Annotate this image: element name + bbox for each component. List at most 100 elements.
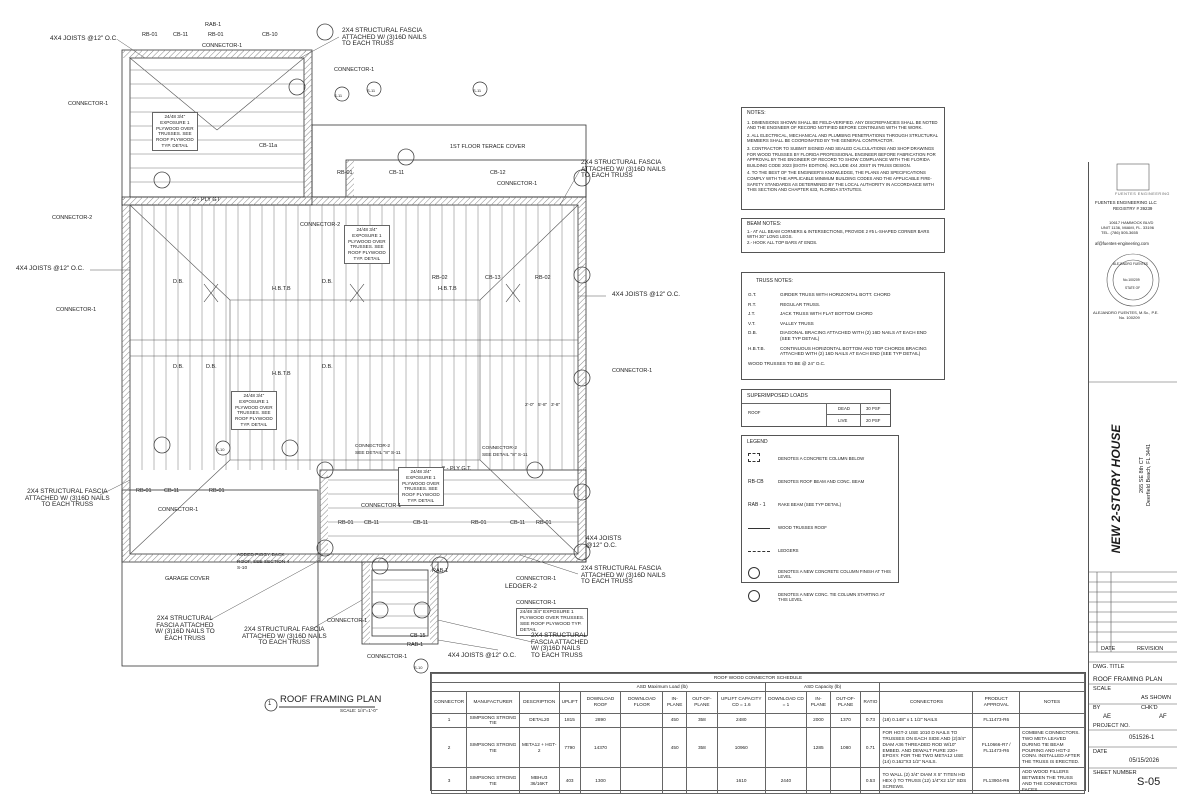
two-ply-gt-label-b: 2 - PLY G.T. bbox=[442, 466, 472, 472]
legend-box: LEGEND DENOTES A CONCRETE COLUMN BELOW R… bbox=[741, 435, 899, 602]
note-3: 3. CONTRACTOR TO SUBMIT SIGNED AND SEALE… bbox=[747, 145, 936, 168]
rb02-label-2: RB-02 bbox=[535, 275, 551, 281]
project-address-1: 265 SE 8th CT bbox=[1139, 456, 1145, 494]
rb01-label: RB-01 bbox=[142, 32, 158, 38]
rb01-label-6: RB-01 bbox=[338, 520, 354, 526]
plan-title: ROOF FRAMING PLAN bbox=[280, 694, 382, 705]
cb11-label-3: CB-11 bbox=[164, 488, 180, 494]
plan-number: 1 bbox=[268, 701, 272, 707]
firm-registry: REGISTRY # 39239 bbox=[1113, 206, 1153, 211]
connector1-label-k: CONNECTOR-1 bbox=[327, 618, 368, 624]
general-notes-heading: NOTES: bbox=[747, 110, 766, 116]
plywood-note-2: 24/48 3/4" EXPOSURE 1 PLYWOOD OVER TRUSS… bbox=[344, 225, 390, 264]
two-ply-gt-label: 2 - PLY GT bbox=[193, 197, 221, 203]
firm-phone: TEL. (786) 505-3655 bbox=[1101, 230, 1138, 235]
section-marker-s11-a[interactable]: S-11 bbox=[334, 93, 343, 98]
db-label-2: D.B. bbox=[322, 279, 333, 285]
seal-license: No.100209 bbox=[1123, 278, 1140, 282]
firm-email[interactable]: af@fuentes-engineering.com bbox=[1095, 241, 1149, 246]
truss-note-row: H.B.T.B.CONTINUOUS HORIZONTAL BOTTOM AND… bbox=[748, 345, 927, 357]
db-label-4: D.B. bbox=[206, 364, 217, 370]
beam-note-2: 2.- HOOK ALL TOP BARS AT ENDS. bbox=[747, 239, 818, 245]
dwg-title-value: ROOF FRAMING PLAN bbox=[1093, 676, 1163, 683]
connector-schedule: ROOF WOOD CONNECTOR SCHEDULE ASD Maximum… bbox=[430, 672, 1086, 795]
legend-row: DENOTES A CONCRETE COLUMN BELOW bbox=[748, 447, 892, 470]
rb02-label: RB-02 bbox=[432, 275, 448, 281]
connector2-detail-right: CONNECTOR-2 SEE DETAIL "8" S-11 bbox=[482, 446, 528, 458]
joists-left-note: 4X4 JOISTS @12" O.C. bbox=[16, 265, 85, 272]
schedule-group-capacity: ASD Capacity (lb) bbox=[764, 681, 881, 692]
general-notes-box: NOTES: 1. DIMENSIONS SHOWN SHALL BE FIEL… bbox=[741, 107, 945, 210]
dwg-title-label: DWG. TITLE bbox=[1093, 664, 1125, 670]
truss-notes-box: TRUSS NOTES: G.T.GIRDER TRUSS WITH HORIZ… bbox=[741, 272, 945, 380]
fascia-bottom-right-note-2: 2X4 STRUCTURAL FASCIA ATTACHED W/ (3)16D… bbox=[531, 632, 589, 659]
connector1-label-b: CONNECTOR-1 bbox=[334, 67, 375, 73]
firm-address-1: 10617 HAMMOCK BLVD bbox=[1109, 220, 1154, 225]
superimposed-loads-box: SUPERIMPOSED LOADS ROOF DEAD 30 PSF LIVE… bbox=[741, 389, 891, 427]
rab1-top-label: RAB-1 bbox=[205, 22, 222, 28]
connector2-label-mid: CONNECTOR-2 bbox=[300, 222, 341, 228]
beam-note-1: 1.- AT ALL BEAM CORNERS & INTERSECTIONS,… bbox=[747, 228, 930, 240]
rab1-label-c: RAB-1 bbox=[407, 642, 424, 648]
plywood-note-wide: 24/48 3/4" EXPOSURE 1 PLYWOOD OVER TRUSS… bbox=[516, 608, 589, 636]
by-value: AE bbox=[1103, 714, 1112, 720]
connector1-label-l: CONNECTOR-1 bbox=[367, 654, 408, 660]
ledger2-label: LEDGER-2 bbox=[505, 583, 537, 590]
dimension-string: 2'-0" 5'-8" 3'-8" bbox=[525, 402, 561, 407]
scale-value: AS SHOWN bbox=[1141, 695, 1171, 701]
cb11a-label: CB-11a bbox=[259, 143, 278, 149]
section-marker-s10-b[interactable]: S-10 bbox=[414, 665, 423, 670]
rab1-label-b: RAB-1 bbox=[432, 568, 449, 574]
cb12-label: CB-12 bbox=[490, 170, 506, 176]
connector2-label-left: CONNECTOR-2 bbox=[52, 215, 93, 221]
loads-live-value: 20 PSF bbox=[866, 418, 881, 423]
plywood-note-4: 24/48 3/4" EXPOSURE 1 PLYWOOD OVER TRUSS… bbox=[398, 467, 444, 506]
rb01-label-2: RB-01 bbox=[208, 32, 224, 38]
revision-label: REVISION bbox=[1137, 646, 1164, 652]
truss-note-row: D.B.DIAGONAL BRACING ATTACHED WITH (2) 1… bbox=[748, 330, 927, 341]
truss-note-row: V.T.VALLEY TRUSS bbox=[748, 320, 814, 326]
loads-heading: SUPERIMPOSED LOADS bbox=[747, 393, 808, 399]
rb01-label-5: RB-01 bbox=[209, 488, 225, 494]
seal-state: STATE OF bbox=[1125, 286, 1141, 290]
cb11-label: CB-11 bbox=[173, 32, 189, 38]
joists-bottom-right-note: 4X4 JOISTS @12" O.C. bbox=[586, 535, 622, 549]
cb11-label-6: CB-11 bbox=[510, 520, 526, 526]
section-marker-s11-c[interactable]: S-11 bbox=[473, 88, 482, 93]
engineer-license: No. 100209 bbox=[1119, 315, 1140, 320]
connector1-label-d: CONNECTOR-1 bbox=[497, 181, 538, 187]
garage-cover-label: GARAGE COVER bbox=[165, 576, 210, 582]
date-value: 05/15/2026 bbox=[1129, 758, 1160, 764]
section-marker-s11-b[interactable]: S-11 bbox=[367, 88, 376, 93]
section-marker-s10-a[interactable]: S-10 bbox=[216, 447, 225, 452]
fascia-left-note: 2X4 STRUCTURAL FASCIA ATTACHED W/ (3)16D… bbox=[25, 488, 110, 509]
chkd-value: AF bbox=[1159, 714, 1167, 720]
schedule-group-max: ASD Maximum Load (lb) bbox=[558, 681, 766, 692]
project-title: NEW 2-STORY HOUSE bbox=[1109, 424, 1123, 554]
chkd-label: CHK'D bbox=[1141, 705, 1158, 711]
loads-live: LIVE bbox=[838, 418, 848, 423]
plywood-note-3: 24/48 3/4" EXPOSURE 1 PLYWOOD OVER TRUSS… bbox=[231, 391, 277, 430]
fascia-bottom-right-note: 2X4 STRUCTURAL FASCIA ATTACHED W/ (3)16D… bbox=[581, 565, 666, 586]
note-2: 2. ALL ELECTRICAL, MECHANICAL AND PLUMBI… bbox=[747, 132, 938, 144]
hbtb-label-3: H.B.T.B bbox=[272, 371, 291, 377]
hbtb-label-2: H.B.T.B bbox=[438, 286, 457, 292]
cb11-label-2: CB-11 bbox=[389, 170, 405, 176]
db-label-5: D.B. bbox=[322, 364, 333, 370]
connector2-detail-left: CONNECTOR-2 SEE DETAIL "8" S-11 bbox=[355, 444, 401, 456]
cb13-label: CB-13 bbox=[485, 275, 501, 281]
legend-row: LEDGERS bbox=[748, 539, 892, 562]
joists-bottom-note: 4X4 JOISTS @12" O.C. bbox=[448, 652, 517, 659]
firm-address-2: UNIT 1136, MIAMI, FL. 33196 bbox=[1101, 225, 1154, 230]
firm-name: FUENTES ENGINEERING LLC bbox=[1095, 200, 1157, 205]
cb15-label: CB-15 bbox=[410, 633, 426, 639]
date-label: DATE bbox=[1101, 646, 1116, 652]
rb01-label-7: RB-01 bbox=[471, 520, 487, 526]
beam-notes-box: BEAM NOTES: 1.- AT ALL BEAM CORNERS & IN… bbox=[741, 218, 945, 253]
db-label-1: D.B. bbox=[173, 279, 184, 285]
